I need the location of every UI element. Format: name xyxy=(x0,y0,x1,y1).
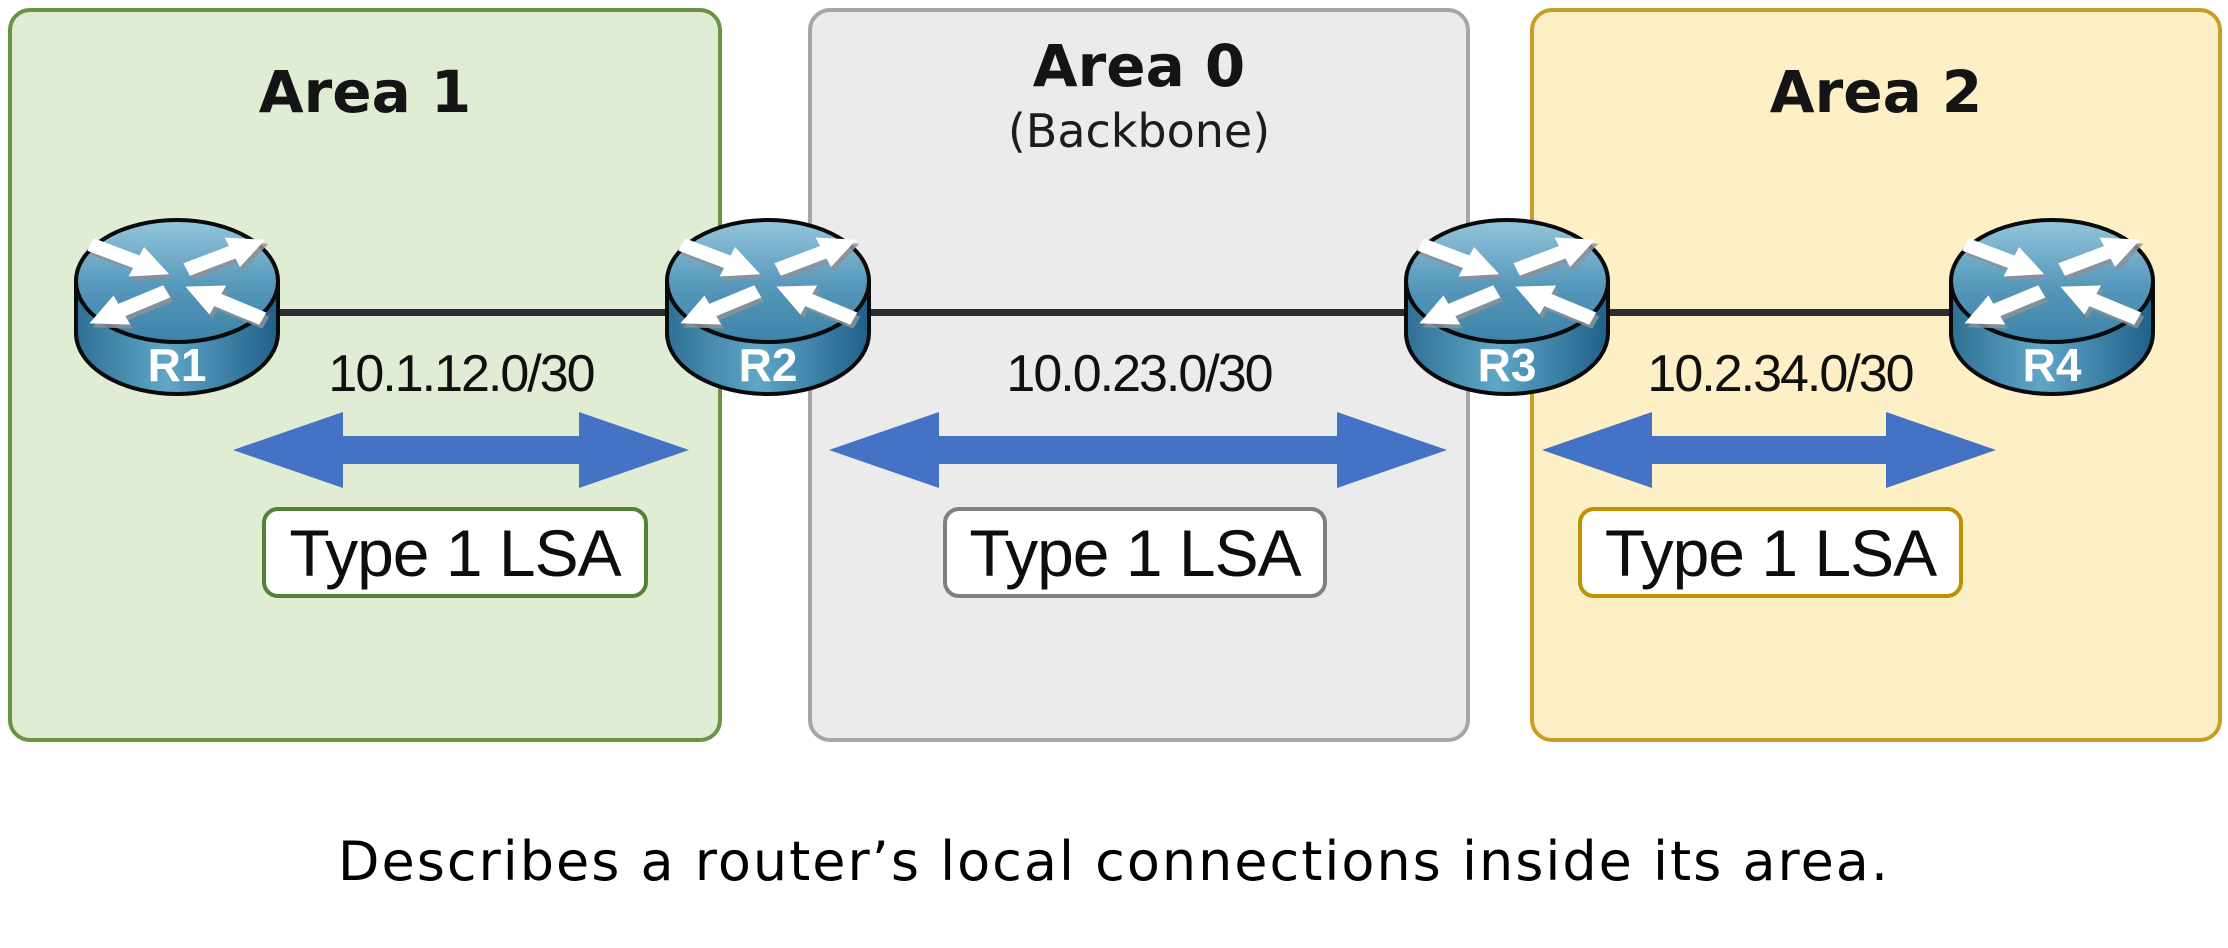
router-r2-label: R2 xyxy=(739,339,798,391)
router-icon-r1: R1 xyxy=(72,215,282,400)
router-r4-label: R4 xyxy=(2023,339,2082,391)
area-0-subtitle: (Backbone) xyxy=(1007,104,1271,158)
network-link-line xyxy=(177,309,2052,316)
type1-lsa-badge-area0: Type 1 LSA xyxy=(943,507,1327,598)
area-1-title: Area 1 xyxy=(258,58,472,126)
double-arrow-icon-area1 xyxy=(233,412,689,488)
area-0-title: Area 0 xyxy=(1032,32,1246,100)
area-0-box: Area 0 (Backbone) xyxy=(808,8,1470,742)
subnet-label-r1-r2: 10.1.12.0/30 xyxy=(328,345,595,403)
double-arrow-icon-area2 xyxy=(1542,412,1996,488)
type1-lsa-badge-area2: Type 1 LSA xyxy=(1578,507,1963,598)
router-icon-r3: R3 xyxy=(1402,215,1612,400)
router-r1-label: R1 xyxy=(148,339,207,391)
diagram-caption: Describes a router’s local connections i… xyxy=(337,830,1891,893)
router-r3-label: R3 xyxy=(1478,339,1537,391)
type1-lsa-badge-area1: Type 1 LSA xyxy=(262,507,648,598)
subnet-label-r3-r4: 10.2.34.0/30 xyxy=(1647,345,1914,403)
area-2-title: Area 2 xyxy=(1769,58,1983,126)
router-icon-r4: R4 xyxy=(1947,215,2157,400)
double-arrow-icon-area0 xyxy=(829,412,1447,488)
subnet-label-r2-r3: 10.0.23.0/30 xyxy=(1006,345,1273,403)
router-icon-r2: R2 xyxy=(663,215,873,400)
